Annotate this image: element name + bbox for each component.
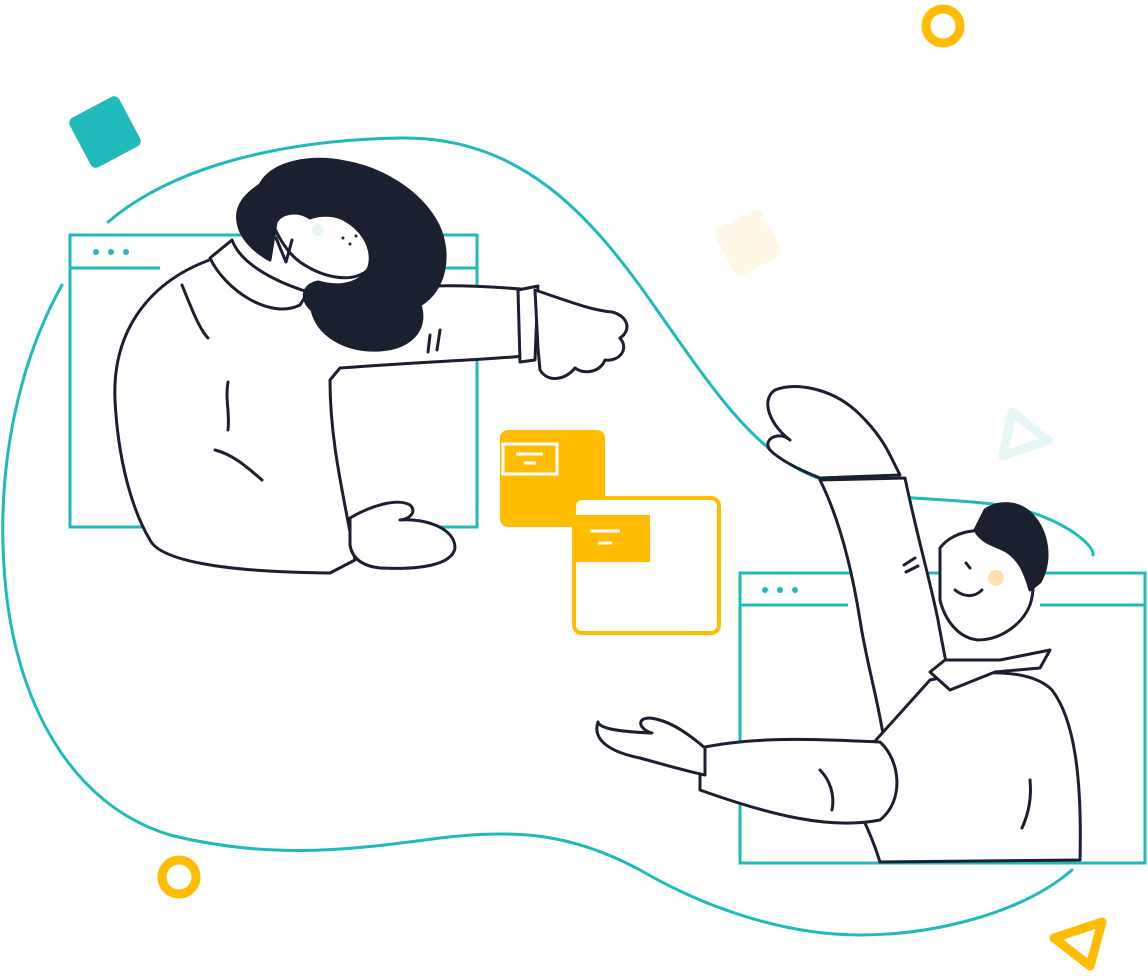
ring-icon: [157, 855, 201, 899]
teal-blob-outline: [1, 136, 1095, 937]
woman-figure: [113, 157, 629, 575]
diamond-icon: [69, 96, 141, 168]
triangle-icon: [998, 407, 1053, 461]
man-figure: [595, 385, 1082, 864]
ring-icon: [921, 4, 965, 48]
document-card-received: [572, 496, 721, 635]
diamond-icon: [714, 209, 782, 277]
triangle-icon: [1049, 917, 1107, 971]
